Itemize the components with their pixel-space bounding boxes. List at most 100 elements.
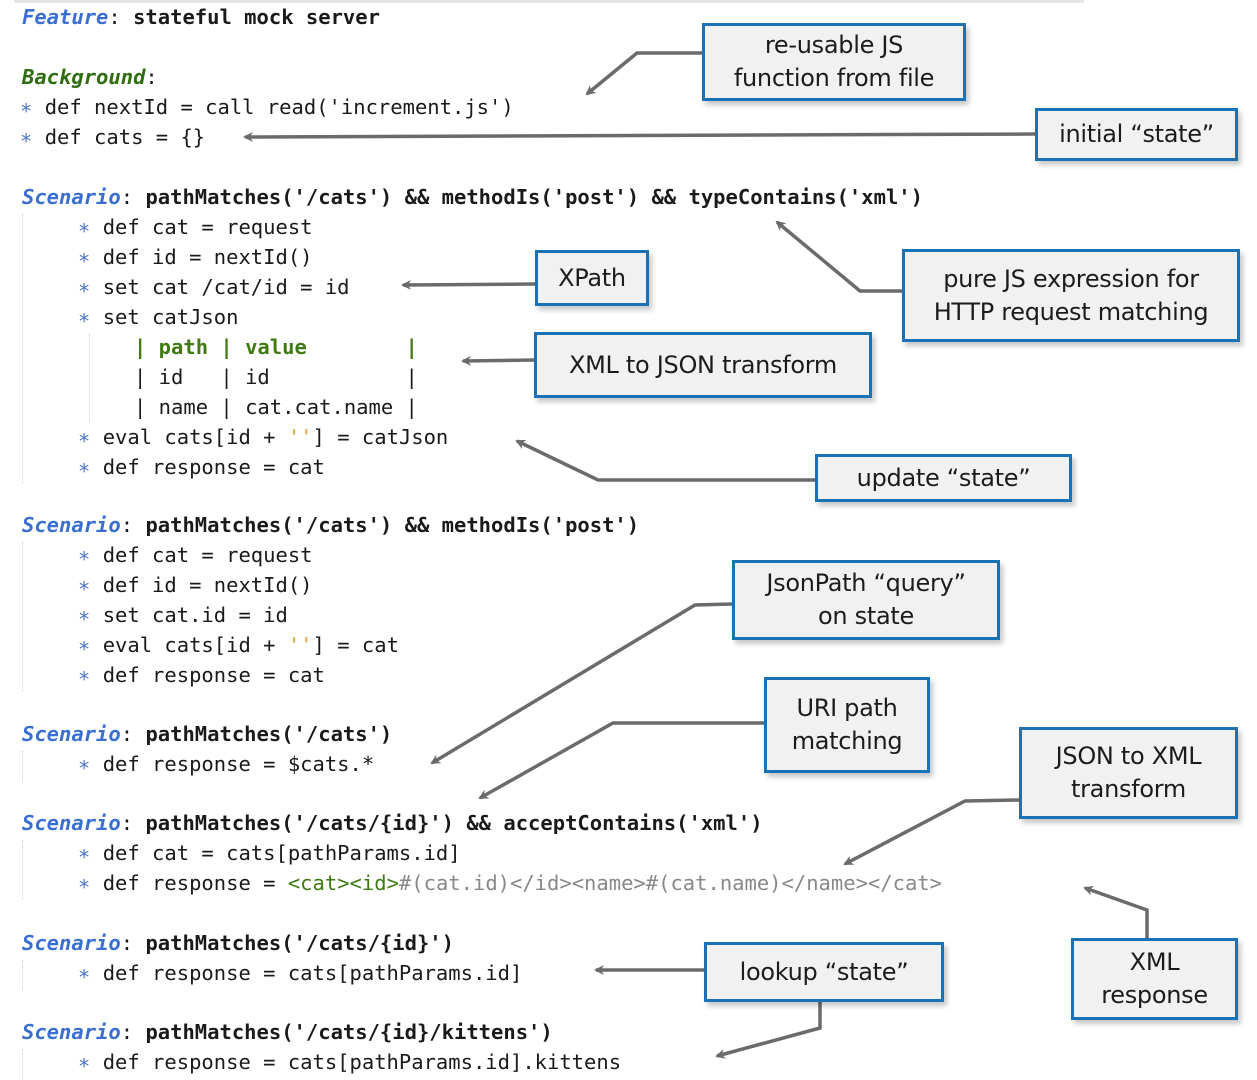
scenario-keyword: Scenario	[22, 513, 121, 537]
callout-lookup-state: lookup “state”	[704, 942, 944, 1002]
scenario-keyword: Scenario	[22, 1020, 121, 1044]
step-text: def response = cat	[102, 455, 325, 479]
scenario-keyword: Scenario	[22, 811, 121, 835]
step-line: ∗ eval cats[id + ''] = catJson	[78, 422, 448, 452]
step-line: ∗ def cat = request	[78, 212, 313, 242]
step-text: def cat = request	[102, 215, 313, 239]
scenario-expression: pathMatches('/cats/{id}')	[145, 931, 454, 955]
callout-pure-js: pure JS expression for HTTP request matc…	[902, 249, 1240, 342]
scenario-expression: pathMatches('/cats') && methodIs('post')	[145, 513, 640, 537]
step-text: def cat = request	[102, 543, 313, 567]
table-header-row: | path | value |	[134, 335, 418, 359]
scenario-expression: pathMatches('/cats')	[145, 722, 393, 746]
step-star-icon: ∗	[20, 95, 33, 119]
arrow-lookup-state-2	[715, 1000, 822, 1059]
table-row: | id | id |	[134, 365, 418, 389]
scenario-keyword: Scenario	[22, 185, 121, 209]
callout-xml-to-json: XML to JSON transform	[534, 332, 872, 398]
scenario-expression: pathMatches('/cats/{id}') && acceptConta…	[145, 811, 763, 835]
step-star-icon: ∗	[78, 961, 91, 985]
scenario-line: Scenario: pathMatches('/cats') && method…	[22, 513, 640, 537]
background-line: Background:	[22, 65, 158, 89]
callout-reusable-js: re-usable JS function from file	[702, 23, 966, 101]
scenario-expression: pathMatches('/cats/{id}/kittens')	[145, 1020, 553, 1044]
step-text: def response = cat	[102, 663, 325, 687]
step-star-icon: ∗	[78, 305, 91, 329]
arrow-xml-to-json	[461, 355, 536, 366]
indent-guide	[22, 751, 23, 781]
top-divider	[14, 0, 1084, 3]
step-line: ∗ eval cats[id + ''] = cat	[78, 630, 399, 660]
string-literal: ''	[287, 633, 313, 657]
step-text: def cat = cats[pathParams.id]	[102, 841, 461, 865]
arrow-jsonpath	[430, 602, 734, 765]
step-text: ] = cat	[312, 633, 399, 657]
callout-uri-path: URI path matching	[764, 677, 930, 773]
step-line: ∗ set catJson	[78, 302, 238, 332]
step-star-icon: ∗	[78, 425, 91, 449]
step-star-icon: ∗	[78, 663, 91, 687]
background-keyword: Background	[22, 65, 146, 89]
step-line: ∗ def cat = cats[pathParams.id]	[78, 838, 461, 868]
step-text: def id = nextId()	[102, 573, 313, 597]
scenario-keyword: Scenario	[22, 931, 121, 955]
step-line: ∗ def cats = {}	[20, 122, 205, 152]
scenario-keyword: Scenario	[22, 722, 121, 746]
feature-keyword: Feature	[22, 5, 109, 29]
arrow-pure-js	[775, 220, 903, 293]
callout-jsonpath-query: JsonPath “query” on state	[732, 560, 1000, 640]
step-line: ∗ def response = <cat><id>#(cat.id)</id>…	[78, 868, 942, 898]
step-star-icon: ∗	[78, 871, 91, 895]
step-star-icon: ∗	[78, 633, 91, 657]
callout-initial-state: initial “state”	[1035, 108, 1238, 161]
step-line: ∗ def response = cats[pathParams.id].kit…	[78, 1047, 621, 1077]
step-line: ∗ set cat /cat/id = id	[78, 272, 350, 302]
step-text: def id = nextId()	[102, 245, 313, 269]
step-line: ∗ def response = cat	[78, 452, 325, 482]
step-star-icon: ∗	[78, 752, 91, 776]
step-line: ∗ def id = nextId()	[78, 570, 313, 600]
arrow-update-state	[515, 439, 815, 482]
step-line: ∗ def response = $cats.*	[78, 749, 374, 779]
scenario-line: Scenario: pathMatches('/cats/{id}/kitten…	[22, 1020, 553, 1044]
step-line: ∗ def response = cats[pathParams.id]	[78, 958, 522, 988]
step-text: def response = $cats.*	[102, 752, 375, 776]
step-line: ∗ set cat.id = id	[78, 600, 288, 630]
xml-template-text: #(cat.id)</id><name>#(cat.name)</name></…	[398, 871, 942, 895]
step-star-icon: ∗	[78, 455, 91, 479]
step-text: def response =	[102, 871, 288, 895]
indent-guide	[89, 334, 90, 422]
callout-json-to-xml: JSON to XML transform	[1019, 727, 1238, 819]
scenario-line: Scenario: pathMatches('/cats')	[22, 722, 393, 746]
xml-tag-text: <cat><id>	[287, 871, 399, 895]
string-literal: ''	[287, 425, 313, 449]
step-text: def nextId = call read('increment.js')	[44, 95, 514, 119]
step-star-icon: ∗	[78, 841, 91, 865]
step-line: ∗ def response = cat	[78, 660, 325, 690]
step-star-icon: ∗	[20, 125, 33, 149]
table-row: | name | cat.cat.name |	[134, 395, 418, 419]
arrow-uri-path	[478, 721, 766, 800]
scenario-expression: pathMatches('/cats') && methodIs('post')…	[145, 185, 923, 209]
step-star-icon: ∗	[78, 245, 91, 269]
feature-title: stateful mock server	[133, 5, 380, 29]
indent-guide	[22, 542, 23, 692]
indent-guide	[22, 1049, 23, 1079]
arrow-json-to-xml	[843, 798, 1021, 866]
step-text: set catJson	[102, 305, 239, 329]
step-text: set cat.id = id	[102, 603, 288, 627]
step-text: eval cats[id +	[102, 425, 288, 449]
scenario-line: Scenario: pathMatches('/cats') && method…	[22, 185, 923, 209]
scenario-line: Scenario: pathMatches('/cats/{id}') && a…	[22, 811, 763, 835]
step-text: def cats = {}	[44, 125, 206, 149]
step-star-icon: ∗	[78, 543, 91, 567]
arrow-initial-state	[243, 131, 1037, 142]
step-text: def response = cats[pathParams.id]	[102, 961, 523, 985]
step-text: eval cats[id +	[102, 633, 288, 657]
step-line: ∗ def cat = request	[78, 540, 313, 570]
arrow-reusable-js	[585, 51, 702, 96]
step-star-icon: ∗	[78, 603, 91, 627]
arrow-xml-response	[1083, 885, 1149, 940]
step-text: set cat /cat/id = id	[102, 275, 350, 299]
